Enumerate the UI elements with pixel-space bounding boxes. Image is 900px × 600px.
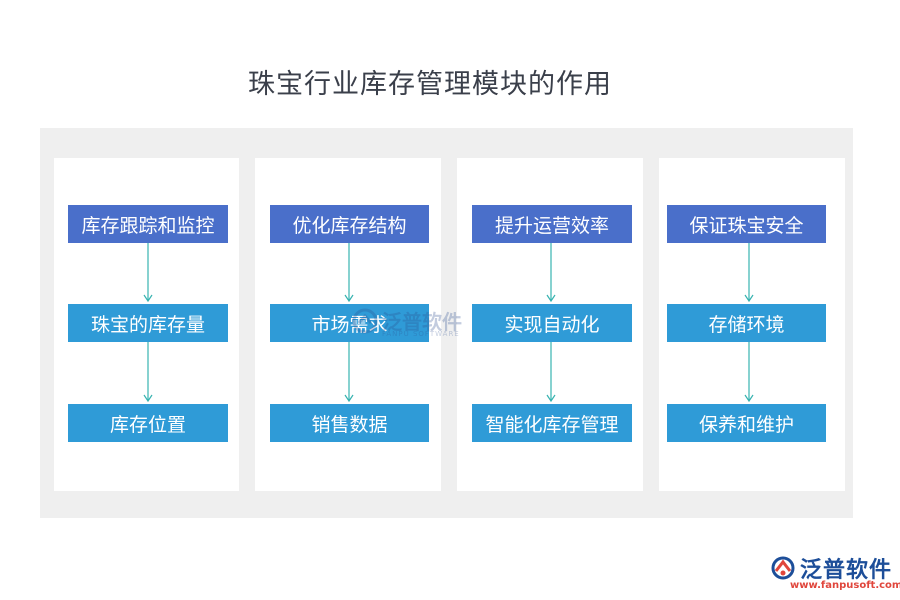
column-3-item-box-2: 智能化库存管理: [472, 404, 632, 442]
column-4-arrow-1: [744, 243, 754, 303]
column-2-arrow-2: [344, 342, 354, 403]
brand-logo: 泛普软件: [770, 552, 892, 584]
diagram-title: 珠宝行业库存管理模块的作用: [248, 69, 612, 100]
column-4-head-box: 保证珠宝安全: [667, 205, 826, 243]
column-4-arrow-2: [744, 342, 754, 403]
column-1-arrow-1: [143, 243, 153, 303]
column-1-head-box: 库存跟踪和监控: [68, 205, 228, 243]
brand-name: 泛普软件: [800, 558, 893, 583]
column-3-item-box-1: 实现自动化: [472, 304, 632, 342]
column-2-item-box-2: 销售数据: [270, 404, 429, 442]
fanpu-logo-icon: [352, 308, 378, 333]
column-2-arrow-1: [344, 243, 354, 303]
column-3-arrow-2: [546, 342, 556, 403]
column-3-head-box: 提升运营效率: [472, 205, 632, 243]
watermark-subtext: FANPU SOFTWARE: [382, 330, 460, 338]
brand-url: www.fanpusoft.com: [790, 580, 900, 591]
column-1-item-box-1: 珠宝的库存量: [68, 304, 228, 342]
column-2-head-box: 优化库存结构: [270, 205, 429, 243]
watermark-name: 泛普软件: [382, 310, 462, 334]
column-1-item-box-2: 库存位置: [68, 404, 228, 442]
column-2-item-box-1: 市场需求: [270, 304, 429, 342]
watermark: 泛普软件 FANPU SOFTWARE: [352, 306, 462, 338]
fanpu-logo-icon: [771, 556, 795, 580]
column-4-item-box-1: 存储环境: [667, 304, 826, 342]
column-4-item-box-2: 保养和维护: [667, 404, 826, 442]
column-1-arrow-2: [143, 342, 153, 403]
column-3-arrow-1: [546, 243, 556, 303]
